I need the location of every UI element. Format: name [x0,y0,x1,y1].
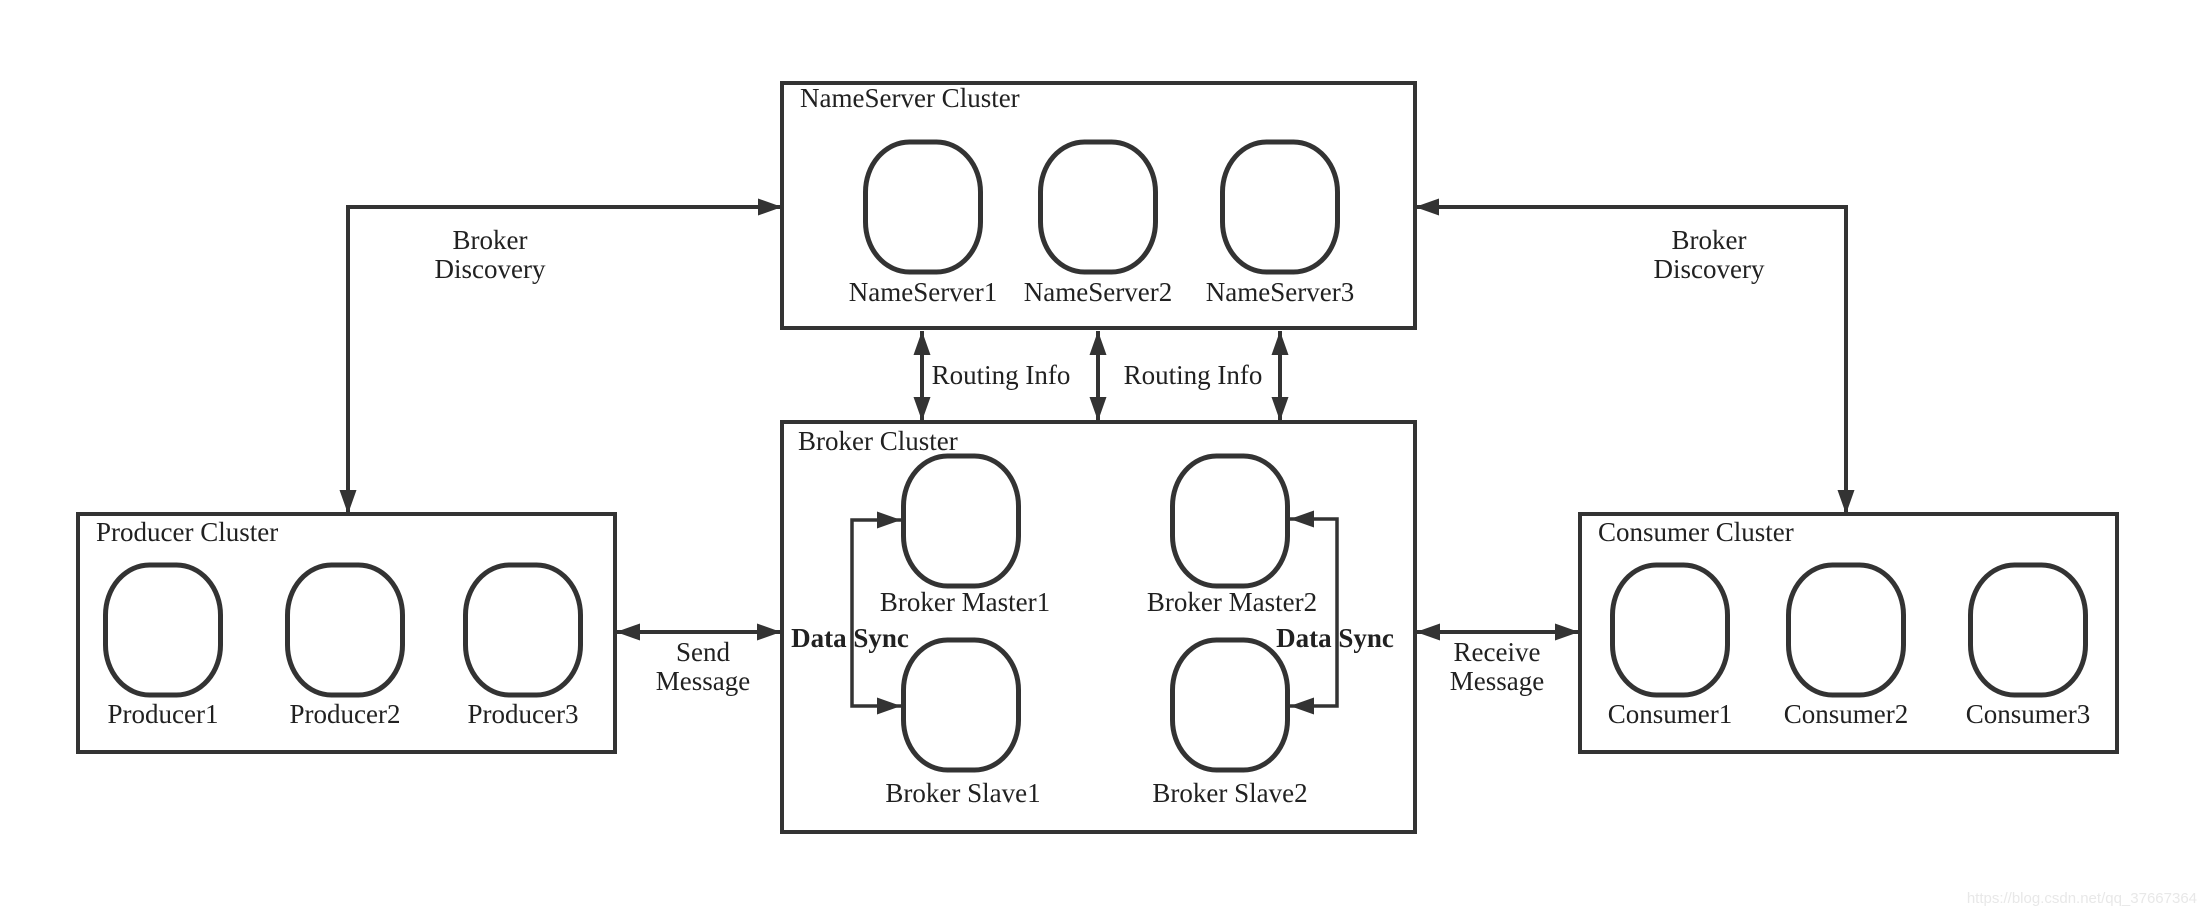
consumer3-node [1968,562,2088,698]
broker-discovery-left-label-line2: Discovery [435,254,546,284]
send-message-label-line1: Send [676,637,731,667]
data-sync-left-label: Data Sync [791,623,909,653]
nameserver-cluster-title: NameServer Cluster [800,83,1020,113]
receive-message-label-line1: Receive [1454,637,1541,667]
consumer2-node [1786,562,1906,698]
broker-slave1-label: Broker Slave1 [885,778,1040,808]
producer3-node [463,562,583,698]
broker-cluster-title: Broker Cluster [798,426,958,456]
broker-discovery-right-label-line2: Discovery [1654,254,1765,284]
routing-info-label-2: Routing Info [1124,360,1263,390]
nameserver2-node [1038,139,1158,275]
consumer1-label: Consumer1 [1608,699,1733,729]
consumer-cluster-title: Consumer Cluster [1598,517,1794,547]
nameserver3-node [1220,139,1340,275]
broker-cluster: Broker Cluster Broker Master1 Broker Mas… [780,420,1417,834]
nameserver3-label: NameServer3 [1206,277,1354,307]
nameserver2-label: NameServer2 [1024,277,1172,307]
nameserver1-label: NameServer1 [849,277,997,307]
broker-discovery-arrow-right [1415,198,1855,514]
data-sync-bracket-left [850,511,901,715]
producer2-node [285,562,405,698]
broker-master1-label: Broker Master1 [880,587,1050,617]
consumer1-node [1610,562,1730,698]
broker-discovery-arrow-left [339,198,782,514]
consumer3-label: Consumer3 [1966,699,2091,729]
producer-cluster: Producer Cluster Producer1 Producer2 Pro… [76,512,617,754]
producer1-label: Producer1 [108,699,219,729]
broker-discovery-right-label-line1: Broker [1672,225,1747,255]
producer2-label: Producer2 [290,699,401,729]
broker-slave2-node [1170,637,1290,773]
producer3-label: Producer3 [468,699,579,729]
broker-master1-node [901,453,1021,589]
routing-info-label-1: Routing Info [932,360,1071,390]
consumer-cluster: Consumer Cluster Consumer1 Consumer2 Con… [1578,512,2119,754]
producer1-node [103,562,223,698]
watermark: https://blog.csdn.net/qq_37667364 [1967,890,2197,907]
data-sync-bracket-right [1290,510,1339,715]
nameserver1-node [863,139,983,275]
broker-discovery-left-label-line1: Broker [453,225,528,255]
broker-slave1-node [901,637,1021,773]
consumer2-label: Consumer2 [1784,699,1909,729]
nameserver-cluster: NameServer Cluster NameServer1 NameServe… [780,81,1417,330]
data-sync-right-label: Data Sync [1276,623,1394,653]
send-message-label-line2: Message [656,666,750,696]
broker-master2-label: Broker Master2 [1147,587,1317,617]
broker-slave2-label: Broker Slave2 [1152,778,1307,808]
broker-master2-node [1170,453,1290,589]
producer-cluster-title: Producer Cluster [96,517,278,547]
receive-message-label-line2: Message [1450,666,1544,696]
